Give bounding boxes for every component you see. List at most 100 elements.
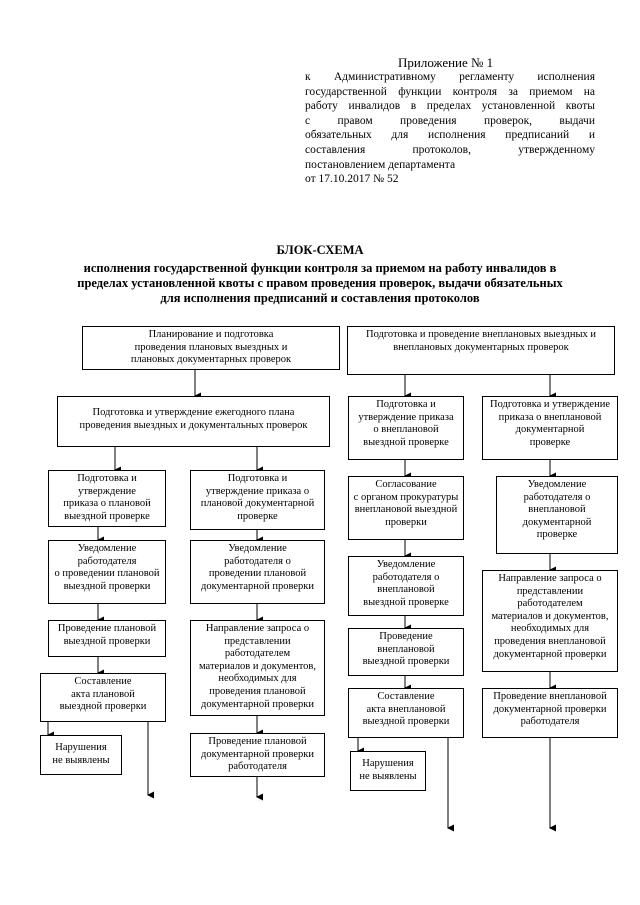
unplanned-onsite-conduct-box: Проведение внеплановой выездной проверки [348, 628, 464, 676]
planned-onsite-order-box: Подготовка и утверждение приказа о плано… [48, 470, 166, 527]
appendix-line: составления протоколов, утвержденному [305, 143, 595, 156]
box-line: документарной проверки [493, 703, 607, 715]
box-line: Нарушения [55, 742, 107, 753]
box-line: Направление запроса о [498, 573, 602, 584]
appendix-line: с правом проведения проверок, выдачи [305, 114, 595, 127]
unplanned-doc-order-box: Подготовка и утверждение приказа о внепл… [482, 396, 618, 460]
box-line: проверке [529, 436, 571, 448]
planned-doc-order-box: Подготовка и утверждение приказа о плано… [190, 470, 325, 530]
box-line: о проведении плановой [54, 568, 160, 580]
box-line: проверки [385, 516, 427, 528]
box-line: внеплановых документарных проверок [393, 341, 569, 353]
box-line: Подготовка и [227, 473, 288, 484]
box-line: Уведомление [228, 543, 287, 554]
box-line: работодателем [224, 648, 291, 660]
box-line: Согласование [375, 479, 437, 490]
box-line: приказа о внеплановой [498, 411, 602, 423]
appendix-title: Приложение № 1 [398, 55, 494, 70]
box-line: необходимых для [218, 673, 297, 685]
box-line: представлении [516, 585, 584, 597]
box-line: выездной проверке [363, 436, 449, 448]
unplanned-doc-request-box: Направление запроса о представлении рабо… [482, 570, 618, 672]
box-line: выездной проверки [59, 701, 147, 713]
appendix-line: государственной функции контроля за прие… [305, 85, 595, 98]
box-line: выездной проверки [63, 635, 151, 647]
appendix-line: работу инвалидов в пределах установленно… [305, 100, 595, 113]
box-line: работодателя [228, 761, 287, 773]
box-line: документарной проверки [201, 580, 314, 592]
box-line: утверждение приказа о [205, 485, 310, 497]
box-line: работодателя о [224, 555, 291, 567]
box-line: проведения выездных и документальных про… [79, 419, 308, 431]
box-line: Подготовка и утверждение [490, 399, 610, 410]
box-line: выездной проверке [64, 510, 150, 522]
box-line: материалов и документов, [198, 660, 316, 672]
box-line: проверке [237, 510, 278, 522]
planned-doc-request-box: Направление запроса о представлении рабо… [190, 620, 325, 716]
box-line: документарной [522, 516, 592, 528]
box-line: Уведомление [376, 559, 436, 570]
unplanned-doc-notify-box: Уведомление работодателя о внеплановой д… [496, 476, 618, 554]
box-line: работодателя о [523, 491, 591, 503]
box-line: выездной проверки [362, 656, 450, 668]
appendix-line: обязательных для исполнения предписаний … [305, 129, 595, 142]
planned-doc-conduct-box: Проведение плановой документарной провер… [190, 733, 325, 777]
box-line: документарной проверки [201, 748, 314, 760]
box-line: не выявлены [359, 770, 417, 782]
box-line: работодателя о [372, 571, 440, 583]
annual-plan-box: Подготовка и утверждение ежегодного план… [57, 396, 330, 447]
unplanned-onsite-no-violations-box: Нарушения не выявлены [350, 751, 426, 791]
box-line: Планирование и подготовка [148, 329, 274, 340]
box-line: не выявлены [52, 754, 110, 766]
box-line: Подготовка и проведение внеплановых выез… [365, 329, 596, 340]
unplanned-onsite-approval-box: Согласование с органом прокуратуры внепл… [348, 476, 464, 540]
box-line: проверке [536, 529, 578, 541]
unplanned-onsite-notify-box: Уведомление работодателя о внеплановой в… [348, 556, 464, 616]
flowchart-heading: БЛОК-СХЕМА исполнения государственной фу… [40, 243, 600, 306]
appendix-line: от 17.10.2017 № 52 [305, 173, 399, 186]
box-line: Подготовка и утверждение ежегодного план… [92, 407, 295, 418]
box-line: плановой документарной [200, 498, 315, 510]
box-line: необходимых для [510, 623, 590, 635]
box-line: Составление [377, 691, 435, 702]
box-line: документарной проверки [201, 698, 314, 710]
box-line: утверждение [78, 485, 136, 497]
box-line: акта плановой [71, 688, 135, 700]
box-line: выездной проверки [63, 580, 151, 592]
box-line: внеплановой [528, 504, 586, 516]
box-line: Уведомление [527, 479, 587, 490]
box-line: выездной проверке [363, 596, 449, 608]
box-line: работодателя [77, 555, 137, 567]
unplanned-doc-conduct-box: Проведение внеплановой документарной про… [482, 688, 618, 738]
box-line: проведения плановой [209, 685, 306, 697]
box-line: документарной проверки [493, 648, 607, 660]
planned-onsite-act-box: Составление акта плановой выездной прове… [40, 673, 166, 722]
box-line: проведения внеплановой [494, 635, 606, 647]
box-line: Проведение плановой [208, 736, 307, 747]
box-line: проведении плановой [208, 568, 307, 580]
box-line: внеплановой [377, 643, 435, 655]
box-line: о внеплановой [373, 424, 439, 436]
unplanned-onsite-act-box: Составление акта внеплановой выездной пр… [348, 688, 464, 738]
box-line: приказа о плановой [63, 498, 151, 510]
box-line: Подготовка и [77, 473, 137, 484]
flowchart-subtitle-line: пределах установленной квоты с правом пр… [77, 276, 563, 290]
box-line: Подготовка и [376, 399, 436, 410]
appendix-line: постановлением департамента [305, 158, 456, 171]
box-line: утверждение приказа [358, 411, 454, 423]
planned-checks-header-box: Планирование и подготовка проведения пла… [82, 326, 340, 370]
planned-onsite-conduct-box: Проведение плановой выездной проверки [48, 620, 166, 657]
box-line: Нарушения [362, 758, 414, 769]
box-line: Составление [74, 676, 132, 687]
box-line: материалов и документов, [491, 610, 609, 622]
box-line: внеплановой выездной [354, 504, 458, 516]
flowchart-subtitle-line: для исполнения предписаний и составления… [160, 291, 480, 305]
unplanned-checks-header-box: Подготовка и проведение внеплановых выез… [347, 326, 615, 375]
box-line: проведения плановых выездных и [134, 341, 288, 353]
box-line: внеплановой [377, 584, 435, 596]
box-line: акта внеплановой [366, 703, 446, 715]
box-line: плановых документарных проверок [130, 354, 292, 366]
box-line: документарной [515, 424, 585, 436]
box-line: работодателем [517, 598, 583, 610]
